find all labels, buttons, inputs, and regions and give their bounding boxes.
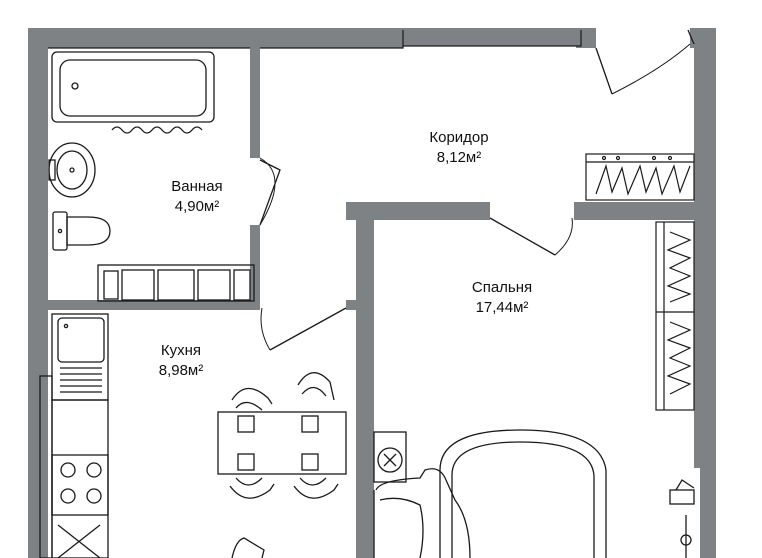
sink-icon: [48, 142, 96, 198]
room-area: 17,44м²: [475, 299, 529, 316]
room-label-bedroom: Спальня 17,44м²: [472, 278, 532, 318]
wardrobe-icon: [585, 153, 695, 201]
bathtub-icon: [51, 51, 215, 134]
room-label-corridor: Коридор 8,12м²: [429, 128, 488, 168]
dining-table-icon: [217, 411, 347, 475]
bed-icon: [373, 429, 607, 558]
room-area: 8,98м²: [158, 362, 204, 379]
toilet-icon: [52, 211, 111, 251]
room-area: 8,12м²: [436, 149, 482, 166]
chair-icon: [293, 453, 339, 499]
chair-icon: [229, 453, 275, 499]
room-name: Ванная: [171, 178, 223, 195]
chair-icon: [231, 387, 273, 433]
kitchen-door: [269, 307, 347, 351]
washing-machine-icon: [97, 264, 255, 302]
walls: [28, 28, 716, 558]
room-name: Спальня: [471, 279, 533, 296]
stove-icon: [51, 454, 109, 558]
entrance-door: [595, 47, 613, 95]
chair-icon: [297, 372, 335, 433]
entrance-door-swing: [611, 43, 691, 95]
room-label-bathroom: Ванная 4,90м²: [171, 177, 222, 217]
room-label-kitchen: Кухня 8,98м²: [159, 341, 204, 381]
bedroom-wardrobe-icon: [655, 221, 695, 411]
room-area: 4,90м²: [174, 198, 220, 215]
bedroom-door: [489, 217, 556, 256]
radiator-icon: [669, 479, 695, 558]
bathroom-door: [259, 159, 281, 226]
room-name: Коридор: [429, 129, 489, 146]
kitchen-bottom-door: [231, 537, 265, 558]
room-name: Кухня: [160, 342, 202, 359]
doors: [259, 29, 695, 351]
kitchen-sink-icon: [51, 313, 109, 401]
